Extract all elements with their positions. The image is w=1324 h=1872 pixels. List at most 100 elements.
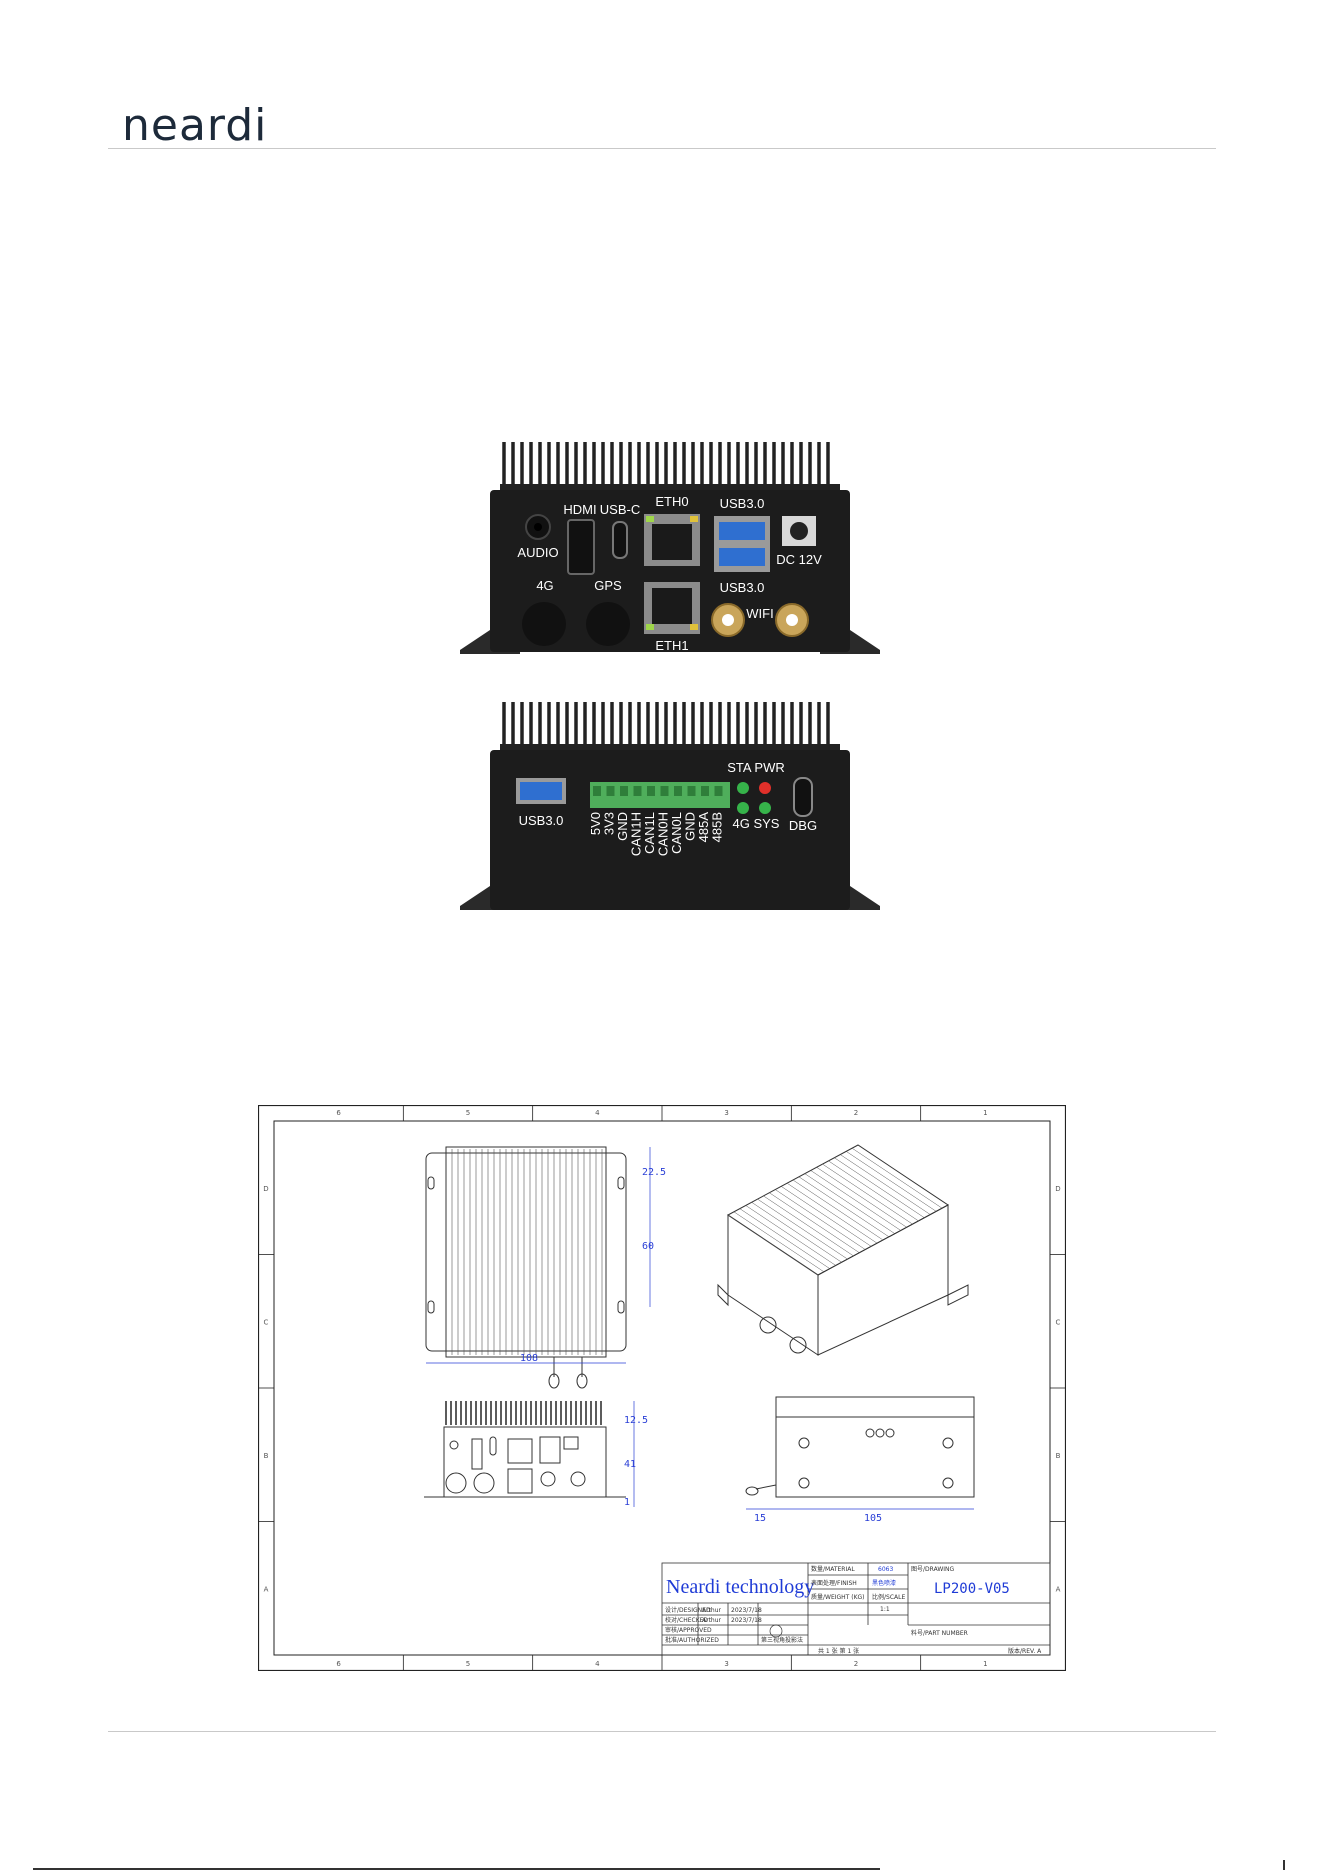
footer-divider bbox=[108, 1731, 1216, 1732]
tb-finish-value: 黑色喷漆 bbox=[872, 1579, 896, 1587]
label-4g-sys: 4G SYS bbox=[733, 816, 780, 831]
top-view-dimensions bbox=[426, 1147, 651, 1364]
terminal-screw bbox=[647, 786, 655, 796]
page-bottom-tick bbox=[1283, 1860, 1285, 1870]
title-block-part-number: LP200-V05 bbox=[934, 1581, 1010, 1597]
title-block bbox=[661, 1562, 1051, 1656]
tb-sheet: 共 1 张 第 1 张 bbox=[818, 1647, 859, 1655]
terminal-pin-label: CAN1L bbox=[642, 812, 657, 854]
tb-scale-label: 比例/SCALE bbox=[872, 1593, 905, 1601]
grid-col-label: 4 bbox=[595, 1109, 600, 1117]
front-elevation bbox=[424, 1401, 626, 1498]
grid-col-label: 1 bbox=[983, 1660, 987, 1668]
label-4g: 4G bbox=[536, 578, 553, 593]
4g-antenna-cap bbox=[522, 602, 566, 646]
dim-12-5: 12.5 bbox=[624, 1415, 648, 1426]
label-sta-pwr: STA PWR bbox=[727, 760, 785, 775]
header-divider bbox=[108, 148, 1216, 149]
label-eth1: ETH1 bbox=[655, 638, 688, 653]
tb-checked-label: 校对/CHECKED bbox=[665, 1616, 708, 1624]
tb-material-label: 数量/MATERIAL bbox=[811, 1565, 855, 1573]
terminal-screw bbox=[674, 786, 682, 796]
dim-1: 1 bbox=[624, 1497, 630, 1508]
grid-row-label: B bbox=[1056, 1452, 1061, 1460]
third-angle-projection-symbol bbox=[769, 1624, 783, 1638]
tb-authorized-label: 批准/AUTHORIZED bbox=[665, 1636, 719, 1644]
terminal-pin-label: CAN0H bbox=[656, 812, 671, 856]
label-hdmi: HDMI bbox=[563, 502, 596, 517]
tb-part-no-label: 料号/PART NUMBER bbox=[911, 1629, 968, 1637]
page-bottom-rule bbox=[33, 1868, 880, 1870]
label-usb30-bottom: USB3.0 bbox=[720, 580, 765, 595]
tb-checker: Arthur bbox=[702, 1617, 722, 1624]
dim-108: 108 bbox=[520, 1353, 538, 1364]
grid-row-label: D bbox=[1055, 1185, 1060, 1193]
terminal-pin-label: CAN1H bbox=[629, 812, 644, 856]
terminal-screw bbox=[620, 786, 628, 796]
label-usb30-rear: USB3.0 bbox=[519, 813, 564, 828]
grid-col-label: 5 bbox=[466, 1660, 470, 1668]
heatsink-fins bbox=[500, 440, 840, 488]
terminal-pin-label: GND bbox=[615, 812, 630, 841]
front-panel-photo: AUDIO HDMI USB-C ETH0 ETH1 USB3.0 USB3.0… bbox=[460, 440, 880, 662]
grid-col-label: 5 bbox=[466, 1109, 470, 1117]
terminal-screw bbox=[714, 786, 723, 796]
tb-designer: Arthur bbox=[702, 1607, 722, 1614]
tb-date1: 2023/7/18 bbox=[731, 1607, 762, 1614]
tb-material-value: 6063 bbox=[878, 1566, 893, 1573]
usb-c-port bbox=[612, 521, 628, 559]
grid-col-label: 4 bbox=[595, 1660, 600, 1668]
label-eth0: ETH0 bbox=[655, 494, 688, 509]
tb-finish-label: 表面处理/FINISH bbox=[811, 1579, 857, 1587]
led-sta bbox=[737, 782, 749, 794]
grid-col-label: 2 bbox=[854, 1660, 858, 1668]
dim-105: 105 bbox=[864, 1513, 882, 1524]
tb-projection: 第三视角投影法 bbox=[761, 1636, 803, 1644]
label-usb30-top: USB3.0 bbox=[720, 496, 765, 511]
label-audio: AUDIO bbox=[517, 545, 558, 560]
terminal-screw bbox=[593, 786, 601, 796]
label-dbg: DBG bbox=[789, 818, 817, 833]
dbg-usb-c-port bbox=[793, 777, 813, 817]
terminal-pin-label: CAN0L bbox=[669, 812, 684, 854]
terminal-screw bbox=[633, 786, 642, 796]
terminal-screw bbox=[701, 786, 709, 796]
gps-antenna-cap bbox=[586, 602, 630, 646]
grid-row-label: C bbox=[1056, 1318, 1061, 1326]
side-elevation bbox=[745, 1396, 975, 1498]
tb-drawing-label: 图号/DRAWING bbox=[911, 1566, 955, 1573]
neardi-logo: neardi bbox=[122, 100, 268, 151]
grid-col-label: 6 bbox=[336, 1109, 341, 1117]
terminal-pin-label: 3V3 bbox=[602, 812, 617, 835]
tb-designed-label: 设计/DESIGNED bbox=[665, 1606, 711, 1614]
tb-rev: 版本/REV. A bbox=[1008, 1647, 1042, 1655]
terminal-pin-label: 485B bbox=[710, 812, 725, 842]
title-block-company: Neardi technology bbox=[666, 1576, 814, 1598]
grid-row-label: A bbox=[264, 1585, 269, 1593]
top-view bbox=[425, 1146, 627, 1389]
dim-15: 15 bbox=[754, 1513, 766, 1524]
terminal-pin-label: 485A bbox=[696, 812, 711, 843]
grid-row-label: A bbox=[1056, 1585, 1061, 1593]
label-usb-c: USB-C bbox=[600, 502, 640, 517]
tb-scale-value: 1:1 bbox=[880, 1606, 890, 1613]
dim-41: 41 bbox=[624, 1459, 636, 1470]
grid-row-label: D bbox=[263, 1185, 268, 1193]
hdmi-port bbox=[567, 519, 595, 575]
dim-22-5: 22.5 bbox=[642, 1167, 666, 1178]
led-sys bbox=[759, 802, 771, 814]
label-wifi: WIFI bbox=[746, 606, 773, 621]
tb-weight-label: 质量/WEIGHT (KG) bbox=[811, 1593, 865, 1601]
terminal-screw bbox=[606, 786, 615, 796]
grid-col-label: 6 bbox=[336, 1660, 341, 1668]
terminal-screw bbox=[687, 786, 696, 796]
grid-row-label: B bbox=[264, 1452, 269, 1460]
dim-60: 60 bbox=[642, 1241, 654, 1252]
led-4g bbox=[737, 802, 749, 814]
grid-col-label: 3 bbox=[724, 1109, 728, 1117]
terminal-pin-label: GND bbox=[683, 812, 698, 841]
terminal-screw bbox=[660, 786, 669, 796]
led-pwr bbox=[759, 782, 771, 794]
